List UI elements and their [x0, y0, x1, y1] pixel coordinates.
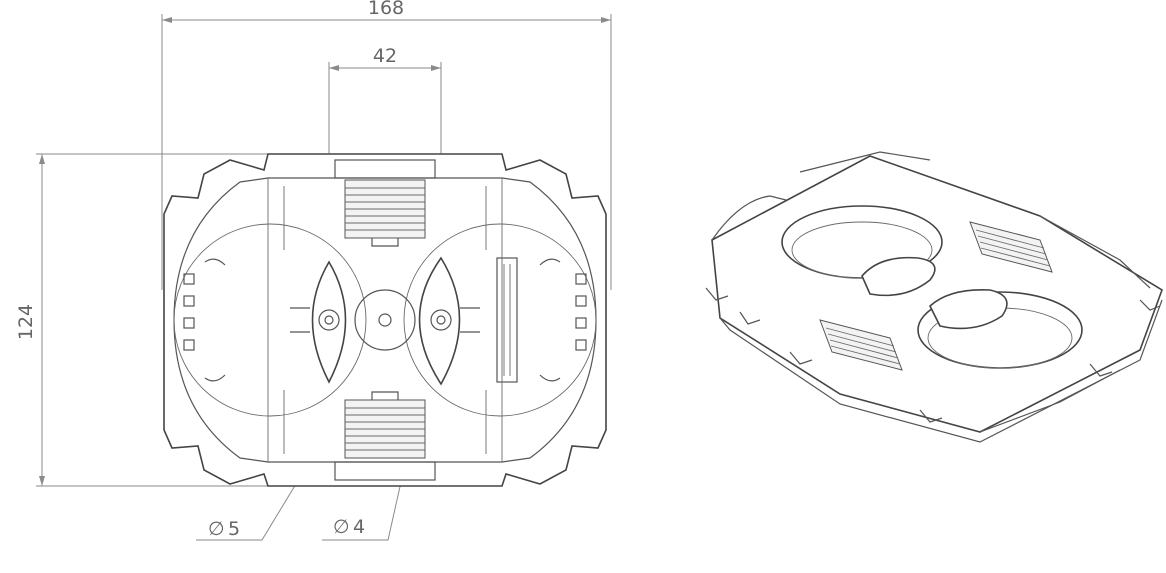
svg-text:4: 4 [353, 516, 365, 538]
svg-text:5: 5 [228, 518, 240, 540]
dimension-hole-4: ∅ 4 [333, 516, 365, 538]
dimension-42: 42 [373, 45, 397, 67]
svg-text:∅: ∅ [333, 516, 350, 538]
dimension-124: 124 [15, 304, 37, 340]
front-view-tray [163, 153, 607, 487]
dimension-168: 168 [368, 0, 404, 19]
svg-text:∅: ∅ [208, 518, 225, 540]
isometric-view-tray [705, 151, 1163, 443]
dimension-hole-5: ∅ 5 [208, 518, 240, 540]
